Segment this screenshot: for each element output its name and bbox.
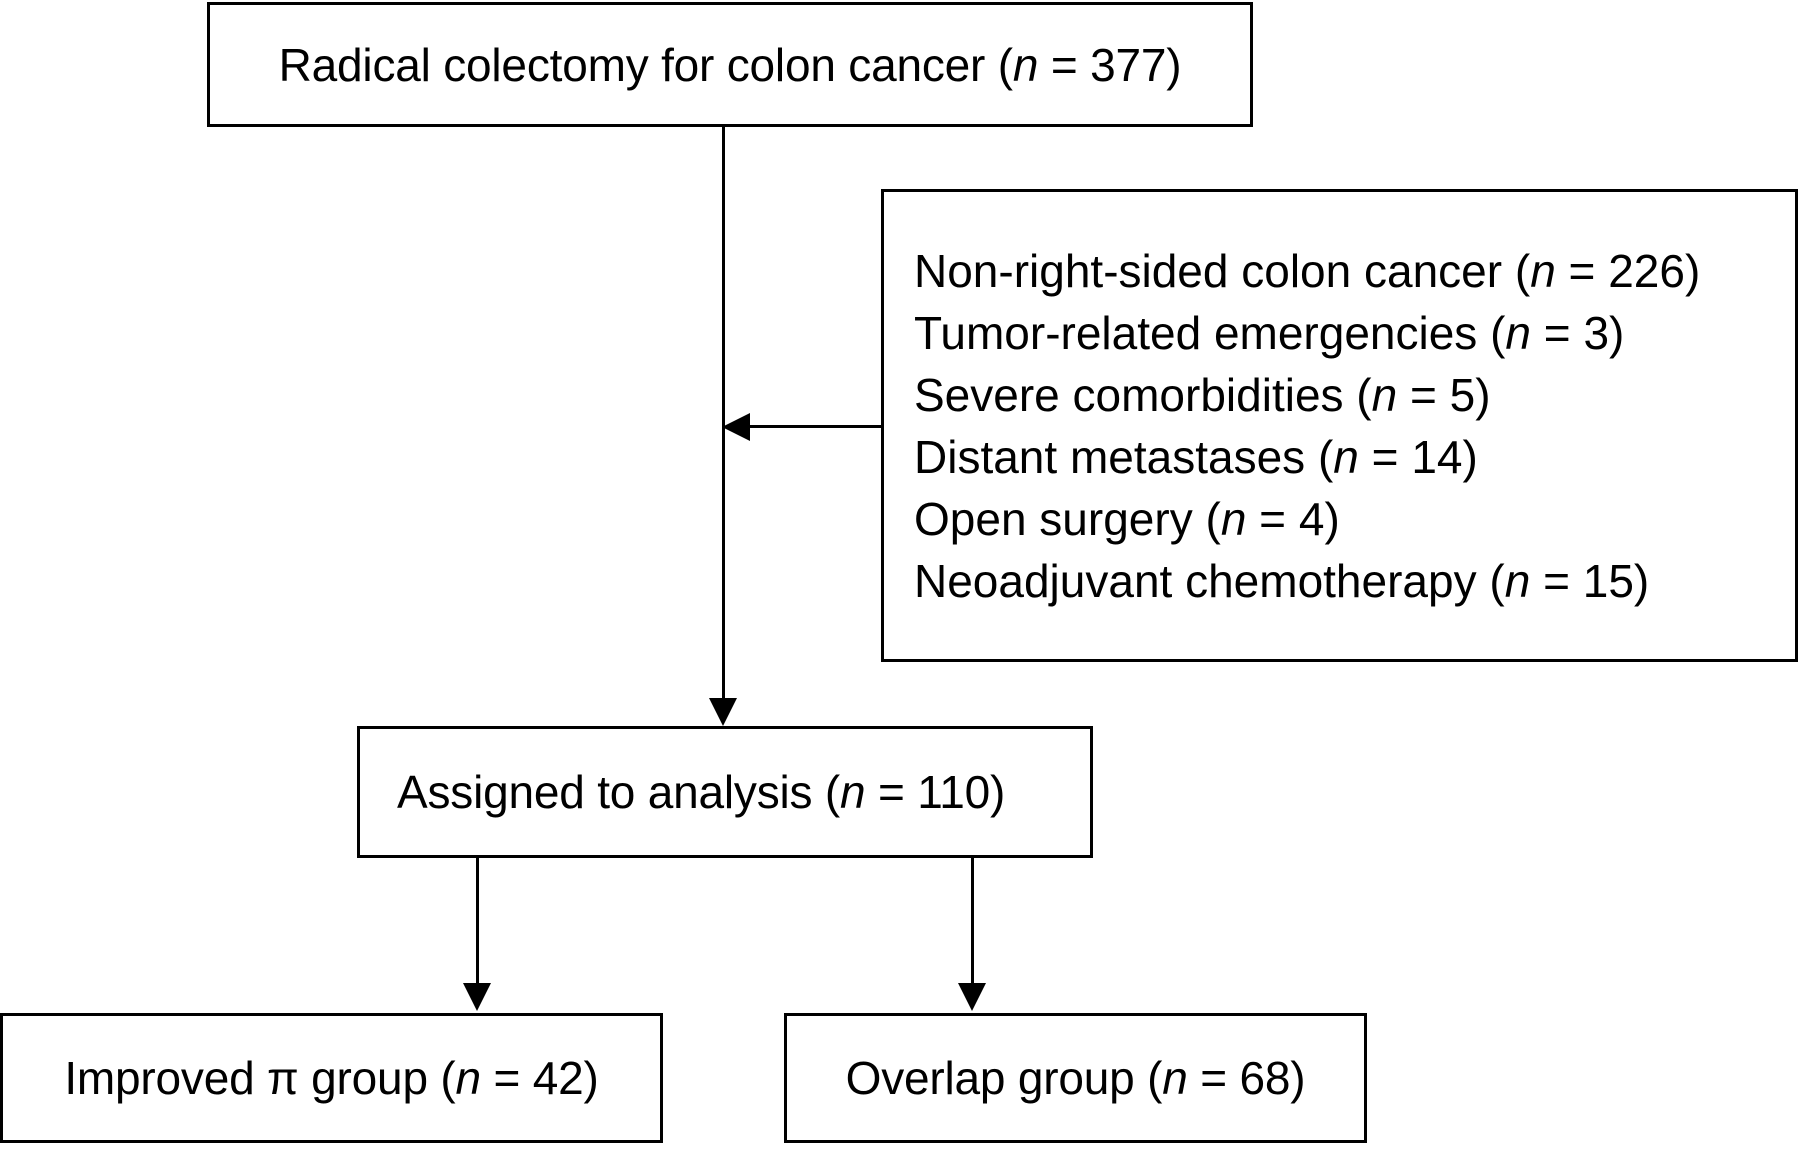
analysis-equals: = [865,766,918,818]
group-left-n-symbol: n [455,1052,482,1104]
group-right-count: 68 [1239,1052,1291,1104]
node-improved-pi-group-label: Improved π group (n = 42) [64,1052,599,1104]
node-improved-pi-group: Improved π group (n = 42) [0,1013,663,1143]
group-left-text-suffix: ) [583,1052,599,1104]
exclusion-item-count: 5 [1449,368,1476,421]
node-radical-colectomy-label: Radical colectomy for colon cancer (n = … [279,42,1182,88]
arrowhead-exclusions [722,413,750,441]
node-overlap-group-label: Overlap group (n = 68) [846,1055,1306,1101]
group-left-text-prefix: Improved π group ( [64,1052,456,1104]
analysis-text-prefix: Assigned to analysis ( [397,766,841,818]
connector-analysis-to-improved-pi [476,858,479,984]
group-right-n-symbol: n [1162,1052,1188,1104]
node-assigned-to-analysis: Assigned to analysis (n = 110) [357,726,1093,858]
group-right-text-prefix: Overlap group ( [845,1052,1163,1104]
enrollment-n-symbol: n [1012,38,1039,91]
exclusion-item: Severe comorbidities (n = 5) [914,368,1491,421]
analysis-n-symbol: n [840,766,866,818]
exclusion-item-n-symbol: n [1333,430,1359,483]
group-right-text-suffix: ) [1290,1052,1306,1104]
enrollment-equals: = [1038,38,1091,91]
exclusion-item-n-symbol: n [1220,492,1247,545]
exclusion-criteria-box: Non-right-sided colon cancer (n = 226) T… [881,189,1798,662]
node-radical-colectomy: Radical colectomy for colon cancer (n = … [207,2,1253,127]
exclusion-item-count: 226 [1608,244,1685,297]
node-assigned-to-analysis-label: Assigned to analysis (n = 110) [397,769,1005,815]
connector-exclusions-to-spine [750,425,883,428]
exclusion-item-count: 14 [1411,430,1463,483]
exclusion-item: Neoadjuvant chemotherapy (n = 15) [914,554,1650,607]
exclusion-item-label: Tumor-related emergencies [914,306,1478,359]
exclusion-item-count: 4 [1298,492,1325,545]
exclusion-item-label: Severe comorbidities [914,368,1344,421]
enrollment-text-prefix: Radical colectomy for colon cancer ( [278,38,1013,91]
connector-analysis-to-overlap [971,858,974,984]
exclusion-item: Non-right-sided colon cancer (n = 226) [914,244,1701,297]
group-right-equals: = [1187,1052,1240,1104]
exclusion-item-count: 3 [1583,306,1610,359]
exclusion-item-n-symbol: n [1505,306,1532,359]
exclusion-item-label: Non-right-sided colon cancer [914,244,1503,297]
analysis-text-suffix: ) [990,766,1006,818]
enrollment-count: 377 [1090,38,1167,91]
analysis-count: 110 [917,766,991,818]
exclusion-item-n-symbol: n [1371,368,1398,421]
group-left-count: 42 [532,1052,584,1104]
enrollment-text-suffix: ) [1166,38,1182,91]
exclusion-item-n-symbol: n [1504,554,1531,607]
exclusion-item: Open surgery (n = 4) [914,492,1340,545]
exclusion-item-label: Open surgery [914,492,1193,545]
arrowhead-to-overlap [958,983,986,1011]
exclusion-item: Distant metastases (n = 14) [914,430,1478,483]
exclusion-item-count: 15 [1582,554,1634,607]
arrowhead-to-analysis [709,698,737,726]
node-overlap-group: Overlap group (n = 68) [784,1013,1367,1143]
exclusion-item-n-symbol: n [1530,244,1556,297]
group-left-equals: = [480,1052,533,1104]
exclusion-item-label: Neoadjuvant chemotherapy [914,554,1477,607]
exclusion-item: Tumor-related emergencies (n = 3) [914,306,1625,359]
arrowhead-to-improved-pi [463,983,491,1011]
exclusion-item-label: Distant metastases [914,430,1306,483]
